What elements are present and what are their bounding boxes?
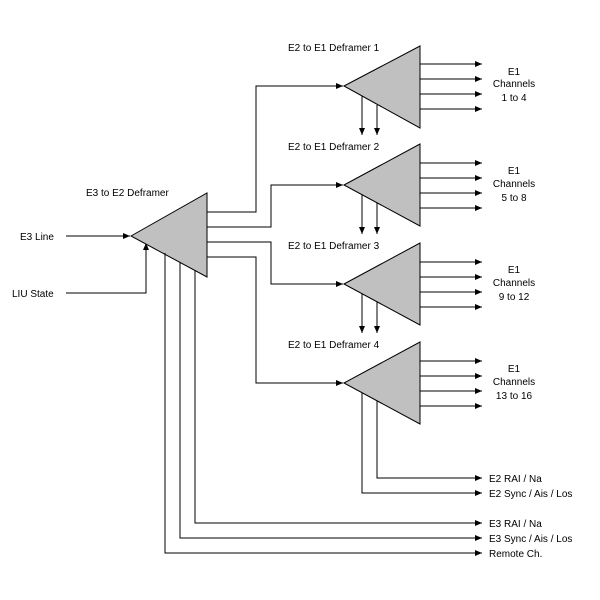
deframer-2-out-sub: Channels (493, 179, 535, 190)
deframer-1-label: E2 to E1 Deframer 1 (288, 43, 380, 54)
e2-link-3 (207, 241, 343, 287)
e2-link-4 (207, 256, 343, 386)
liu-state-wire (66, 243, 149, 294)
deframer-1-block (342, 45, 421, 129)
deframer-1-out-range: 1 to 4 (501, 93, 526, 104)
deframer-3-out-title: E1 (508, 265, 521, 276)
e2-rai-label: E2 RAI / Na (489, 474, 542, 485)
e3-line-label: E3 Line (20, 232, 54, 243)
deframer-2-block (342, 143, 421, 227)
deframer-1-out-title: E1 (508, 67, 521, 78)
e2-link-1 (207, 83, 343, 213)
deframer-4-out-range: 13 to 16 (496, 391, 533, 402)
liu-state-label: LIU State (12, 289, 54, 300)
deframer-3-out-sub: Channels (493, 278, 535, 289)
deframer-3-block (342, 242, 421, 326)
deframer-4-out-sub: Channels (493, 377, 535, 388)
deframer-4-label: E2 to E1 Deframer 4 (288, 340, 380, 351)
e3-sync-label: E3 Sync / Ais / Los (489, 534, 572, 545)
e3-sync-wire (179, 262, 482, 541)
deframer-2-label: E2 to E1 Deframer 2 (288, 142, 380, 153)
e2-rai-wire (376, 401, 482, 481)
remote-ch-wire (164, 253, 482, 556)
deframer-1-out-sub: Channels (493, 79, 535, 90)
deframer-3-label: E2 to E1 Deframer 3 (288, 241, 380, 252)
e2-link-2 (207, 182, 343, 228)
deframer-3-out-range: 9 to 12 (499, 292, 530, 303)
deframer-4-out-title: E1 (508, 364, 521, 375)
e2-sync-wire (361, 393, 482, 496)
deframer-2-out-range: 5 to 8 (501, 193, 526, 204)
e3-rai-wire (194, 270, 482, 526)
remote-ch-label: Remote Ch. (489, 549, 542, 560)
e2-sync-label: E2 Sync / Ais / Los (489, 489, 572, 500)
e3-to-e2-deframer-block (129, 192, 208, 278)
deframer-4-block (342, 341, 421, 425)
e3-rai-label: E3 RAI / Na (489, 519, 542, 530)
deframer-2-out-title: E1 (508, 166, 521, 177)
main-block-label: E3 to E2 Deframer (86, 188, 169, 199)
